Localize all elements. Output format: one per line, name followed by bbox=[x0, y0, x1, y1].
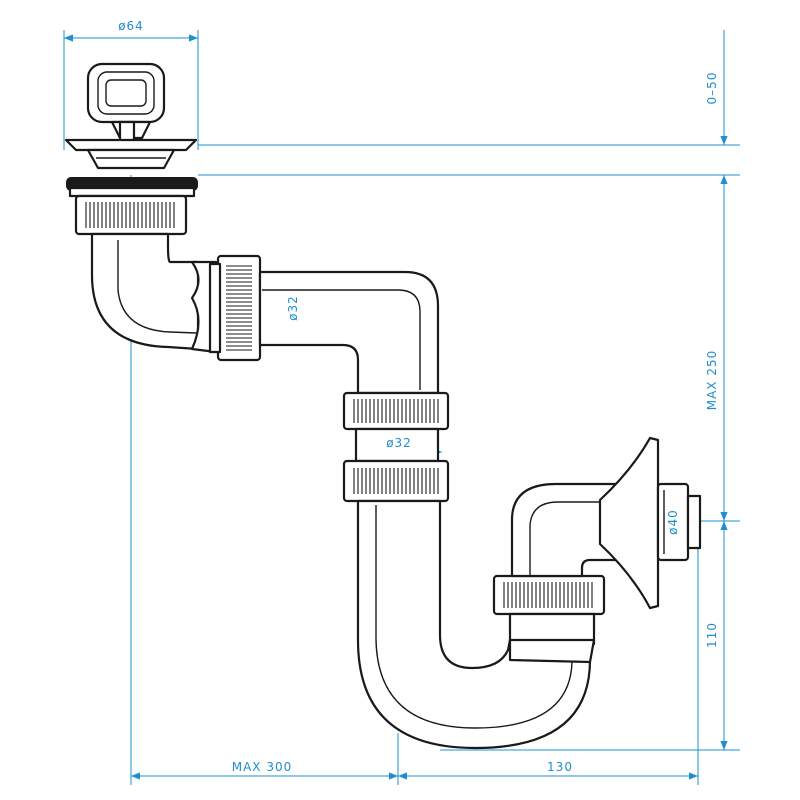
label-d32-upper: ø32 bbox=[286, 295, 300, 321]
label-d64: ø64 bbox=[118, 19, 144, 33]
top-nut bbox=[74, 194, 188, 236]
lower-vertical-nut bbox=[342, 459, 450, 503]
label-h110: 110 bbox=[705, 622, 719, 648]
strainer-basket bbox=[64, 62, 198, 170]
siphon-body bbox=[64, 62, 702, 750]
label-w130: 130 bbox=[547, 760, 573, 774]
label-d40: ø40 bbox=[666, 509, 680, 535]
wall-rosette bbox=[598, 436, 702, 610]
u-trap bbox=[356, 499, 592, 750]
label-max-250: MAX 250 bbox=[705, 350, 719, 411]
label-max-300: MAX 300 bbox=[232, 760, 293, 774]
outlet-nut bbox=[492, 574, 606, 616]
middle-nut bbox=[208, 254, 262, 362]
dimension-labels: ø64 0–50 MAX 250 ø32 ø32 ø40 110 MAX 300… bbox=[118, 19, 719, 774]
inlet-elbow bbox=[90, 232, 200, 351]
label-d32-lower: ø32 bbox=[386, 436, 412, 450]
upper-vertical-nut bbox=[342, 391, 450, 431]
label-range-0-50: 0–50 bbox=[705, 72, 719, 105]
